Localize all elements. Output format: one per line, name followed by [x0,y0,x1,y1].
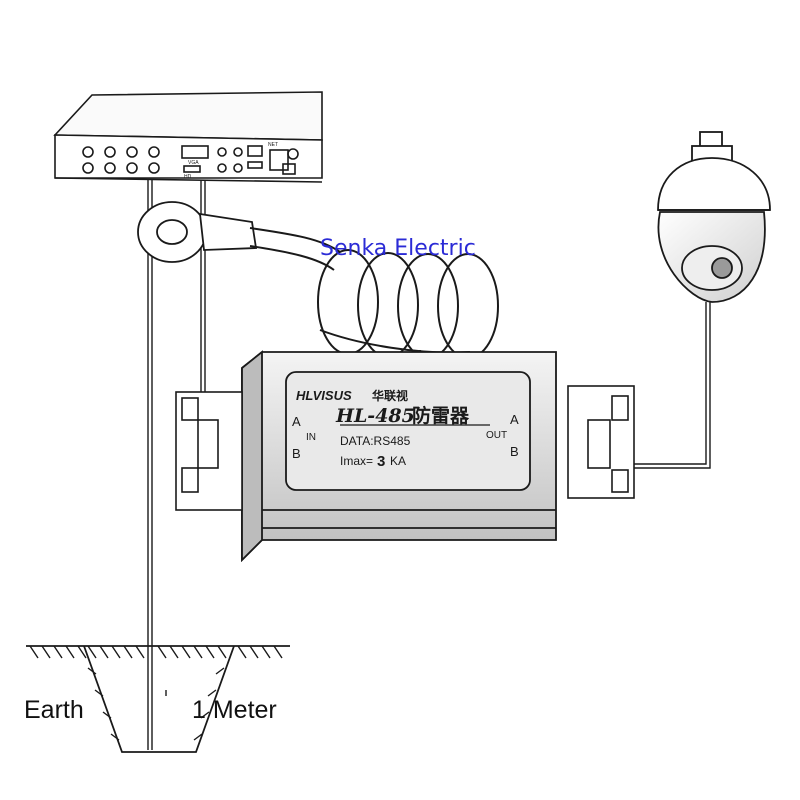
ptz-dome-camera [657,131,771,303]
dvr-hd-label: HD [184,174,192,180]
wire-camera-to-protector [634,302,711,469]
device-model: HL-485 [335,405,415,427]
output-terminal-block [567,385,635,499]
terminal-b-left: B [292,446,301,461]
watermark-text: Senka Electric [320,236,476,261]
dvr-net-label: NET [268,142,278,148]
ground-ring-terminal [137,201,258,263]
device-brand-cn: 华联视 [372,388,408,403]
surge-protector [241,350,557,563]
device-brand: HLVISUS [296,388,352,403]
terminal-a-right: A [510,412,519,427]
depth-label: 1 Meter [192,696,277,724]
wire-dvr-to-ground [147,180,153,750]
bnc-connector-icon [82,146,160,174]
hdmi-port-icon [183,165,201,173]
device-imax-value: 3 [377,453,385,470]
vga-port-icon [181,145,209,159]
terminal-a-left: A [292,414,301,429]
device-model-cn: 防雷器 [412,404,470,427]
usb-port-icon [247,161,263,169]
earth-label: Earth [24,696,84,724]
device-imax-unit: KA [390,454,406,468]
terminal-in-label: IN [306,432,316,443]
dvr-recorder [53,91,323,183]
ethernet-port-icon [247,145,263,157]
ground-hatching [29,645,283,741]
input-terminal-block [175,391,243,511]
terminal-b-right: B [510,444,519,459]
ground-pit [26,645,290,753]
device-data-line: DATA:RS485 [340,434,411,448]
dvr-vga-label: VGA [188,160,199,166]
wire-dvr-to-protector [200,180,206,392]
terminal-out-label: OUT [486,430,507,441]
device-imax-prefix: Imax= [340,454,373,468]
